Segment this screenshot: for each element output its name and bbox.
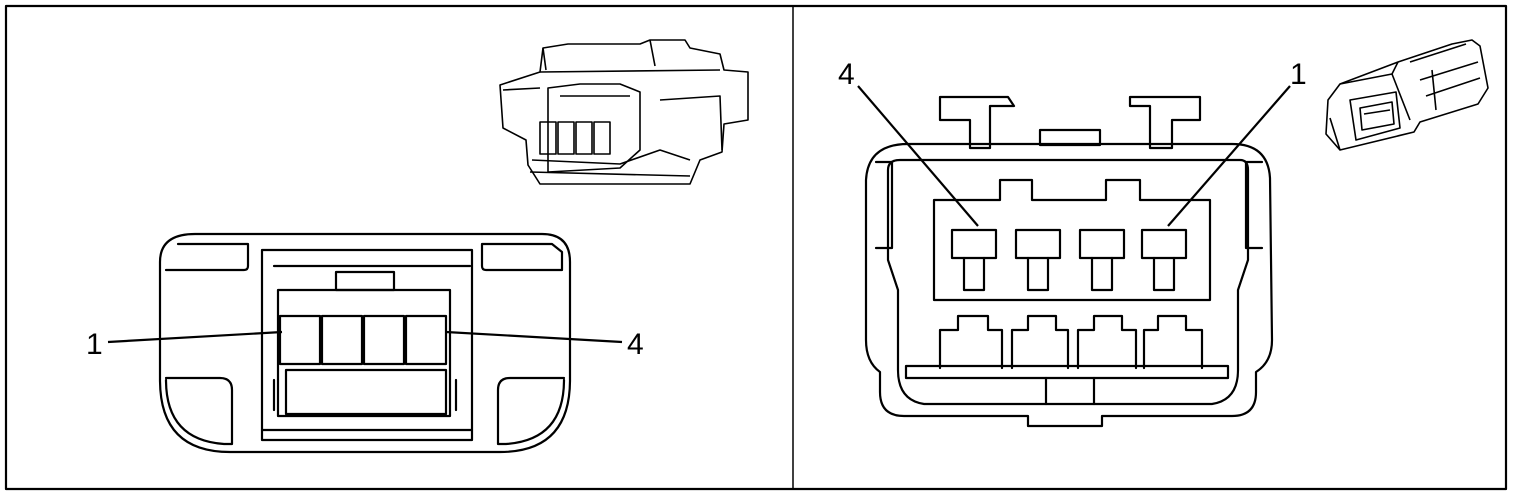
right-connector-thumbnail [1325,39,1489,151]
callout-label-pin-4: 4 [627,328,644,361]
outer-frame [4,4,1508,491]
female-connector-face [158,232,572,454]
callout-leader-pin-4-male [857,85,979,227]
right-panel: 4 1 [838,39,1489,428]
callout-leader-pin-1 [107,330,283,344]
callout-leader-pin-4 [445,330,623,344]
callout-label-pin-4-male: 4 [838,58,855,91]
left-panel: 1 4 [86,39,749,454]
callout-label-pin-1: 1 [86,328,103,361]
callout-label-pin-1-male: 1 [1290,58,1307,91]
callout-leader-pin-1-male [1167,85,1291,227]
male-connector-face [864,95,1274,428]
left-connector-thumbnail [499,39,749,185]
